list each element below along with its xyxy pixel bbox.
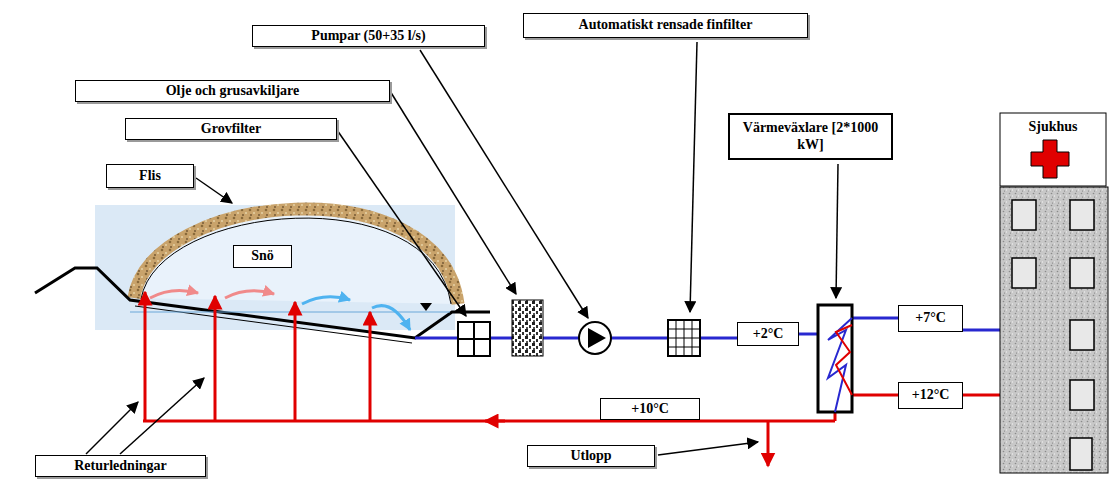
node-text: Grovfilter (201, 121, 261, 137)
callout-box: Grovfilter (125, 118, 337, 140)
hospital-label: Sjukhus (1000, 113, 1106, 186)
node-text: Snö (251, 248, 274, 264)
node-text: +12°C (912, 387, 950, 403)
callout-box: Flis (106, 164, 194, 188)
basin-outline (35, 268, 490, 338)
node-text: Automatiskt rensade finfilter (579, 17, 753, 33)
flow-arrow (372, 306, 410, 330)
temperature-box: +10°C (600, 398, 700, 420)
node-text: Sjukhus (1028, 119, 1077, 135)
node-text: +2°C (753, 326, 784, 342)
water-level-marker (420, 303, 432, 311)
callout-box: Värmeväxlare [2*1000 kW] (728, 113, 893, 160)
heat-exchanger (818, 305, 852, 412)
node-text: Flis (139, 168, 161, 184)
temperature-box: +12°C (898, 382, 963, 409)
callout-box: Returledningar (35, 455, 206, 477)
temperature-box: +7°C (898, 305, 963, 332)
flow-arrow (225, 291, 274, 298)
pump-symbol (579, 322, 611, 354)
flow-arrow (302, 297, 350, 304)
snow-pile (134, 209, 458, 304)
water-level (130, 312, 450, 313)
hospital-building (1000, 113, 1108, 473)
callout-box: Olje och grusavkiljare (75, 80, 390, 102)
snow-label: Snö (233, 245, 292, 268)
node-text: +7°C (915, 310, 946, 326)
callout-box: Pumpar (50+35 l/s) (252, 25, 485, 47)
oil-gravel-separator (512, 300, 543, 356)
fine-filter (668, 320, 700, 356)
flow-arrow (150, 290, 198, 298)
node-text: +10°C (631, 401, 669, 417)
temperature-box: +2°C (737, 322, 799, 346)
node-text: Pumpar (50+35 l/s) (311, 28, 425, 44)
leader-lines (86, 42, 838, 455)
node-text: Utlopp (570, 448, 611, 464)
node-text: Olje och grusavkiljare (166, 83, 300, 99)
node-text: Värmeväxlare [2*1000 kW] (738, 120, 883, 152)
callout-box: Utlopp (527, 445, 655, 467)
wood-chip-cover (134, 209, 458, 304)
coarse-filter (458, 322, 490, 356)
callout-box: Automatiskt rensade finfilter (523, 13, 808, 38)
node-text: Returledningar (74, 458, 167, 474)
return-pipes (143, 292, 1040, 466)
chip-inner-edge (141, 218, 451, 304)
